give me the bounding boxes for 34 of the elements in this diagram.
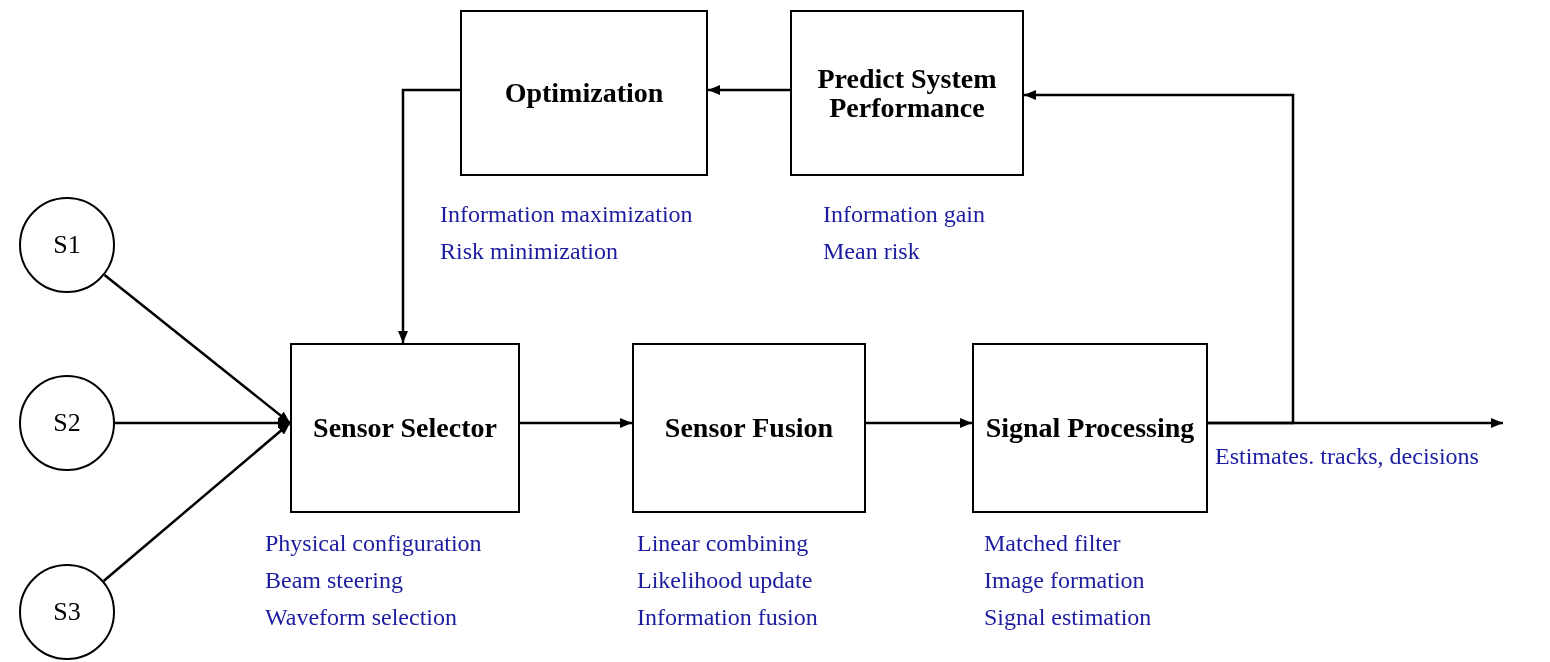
arrow — [398, 88, 460, 343]
arrow — [708, 85, 790, 95]
function-note: Beam steering — [265, 566, 404, 595]
function-note: Image formation — [984, 566, 1146, 595]
node-title: S1 — [52, 231, 82, 259]
function-note: Likelihood update — [637, 566, 814, 595]
node-title: Sensor Selector — [312, 413, 498, 443]
arrow — [103, 273, 291, 424]
process-box — [290, 343, 520, 513]
process-box — [972, 343, 1208, 513]
arrow — [866, 418, 972, 428]
arrow — [1024, 90, 1295, 425]
node-title: Predict System Performance — [816, 63, 998, 123]
arrow — [520, 418, 632, 428]
function-note: Risk minimization — [440, 237, 619, 266]
process-box — [460, 10, 708, 176]
node-title: S2 — [52, 409, 82, 437]
node-title: Signal Processing — [984, 413, 1196, 443]
function-note: Information gain — [823, 200, 985, 229]
node-title: Sensor Fusion — [663, 413, 835, 443]
process-box — [790, 10, 1024, 176]
node-title: S3 — [52, 598, 82, 626]
arrow — [115, 418, 290, 428]
function-note: Mean risk — [823, 237, 921, 266]
arrow — [102, 422, 291, 582]
function-note: Information maximization — [440, 200, 693, 229]
node-title: Optimization — [503, 78, 665, 108]
function-note: Waveform selection — [265, 603, 458, 632]
function-note: Physical configuration — [265, 529, 482, 558]
process-box — [632, 343, 866, 513]
function-note: Information fusion — [637, 603, 818, 632]
function-note: Matched filter — [984, 529, 1122, 558]
function-note: Signal estimation — [984, 603, 1152, 632]
function-note: Linear combining — [637, 529, 810, 558]
